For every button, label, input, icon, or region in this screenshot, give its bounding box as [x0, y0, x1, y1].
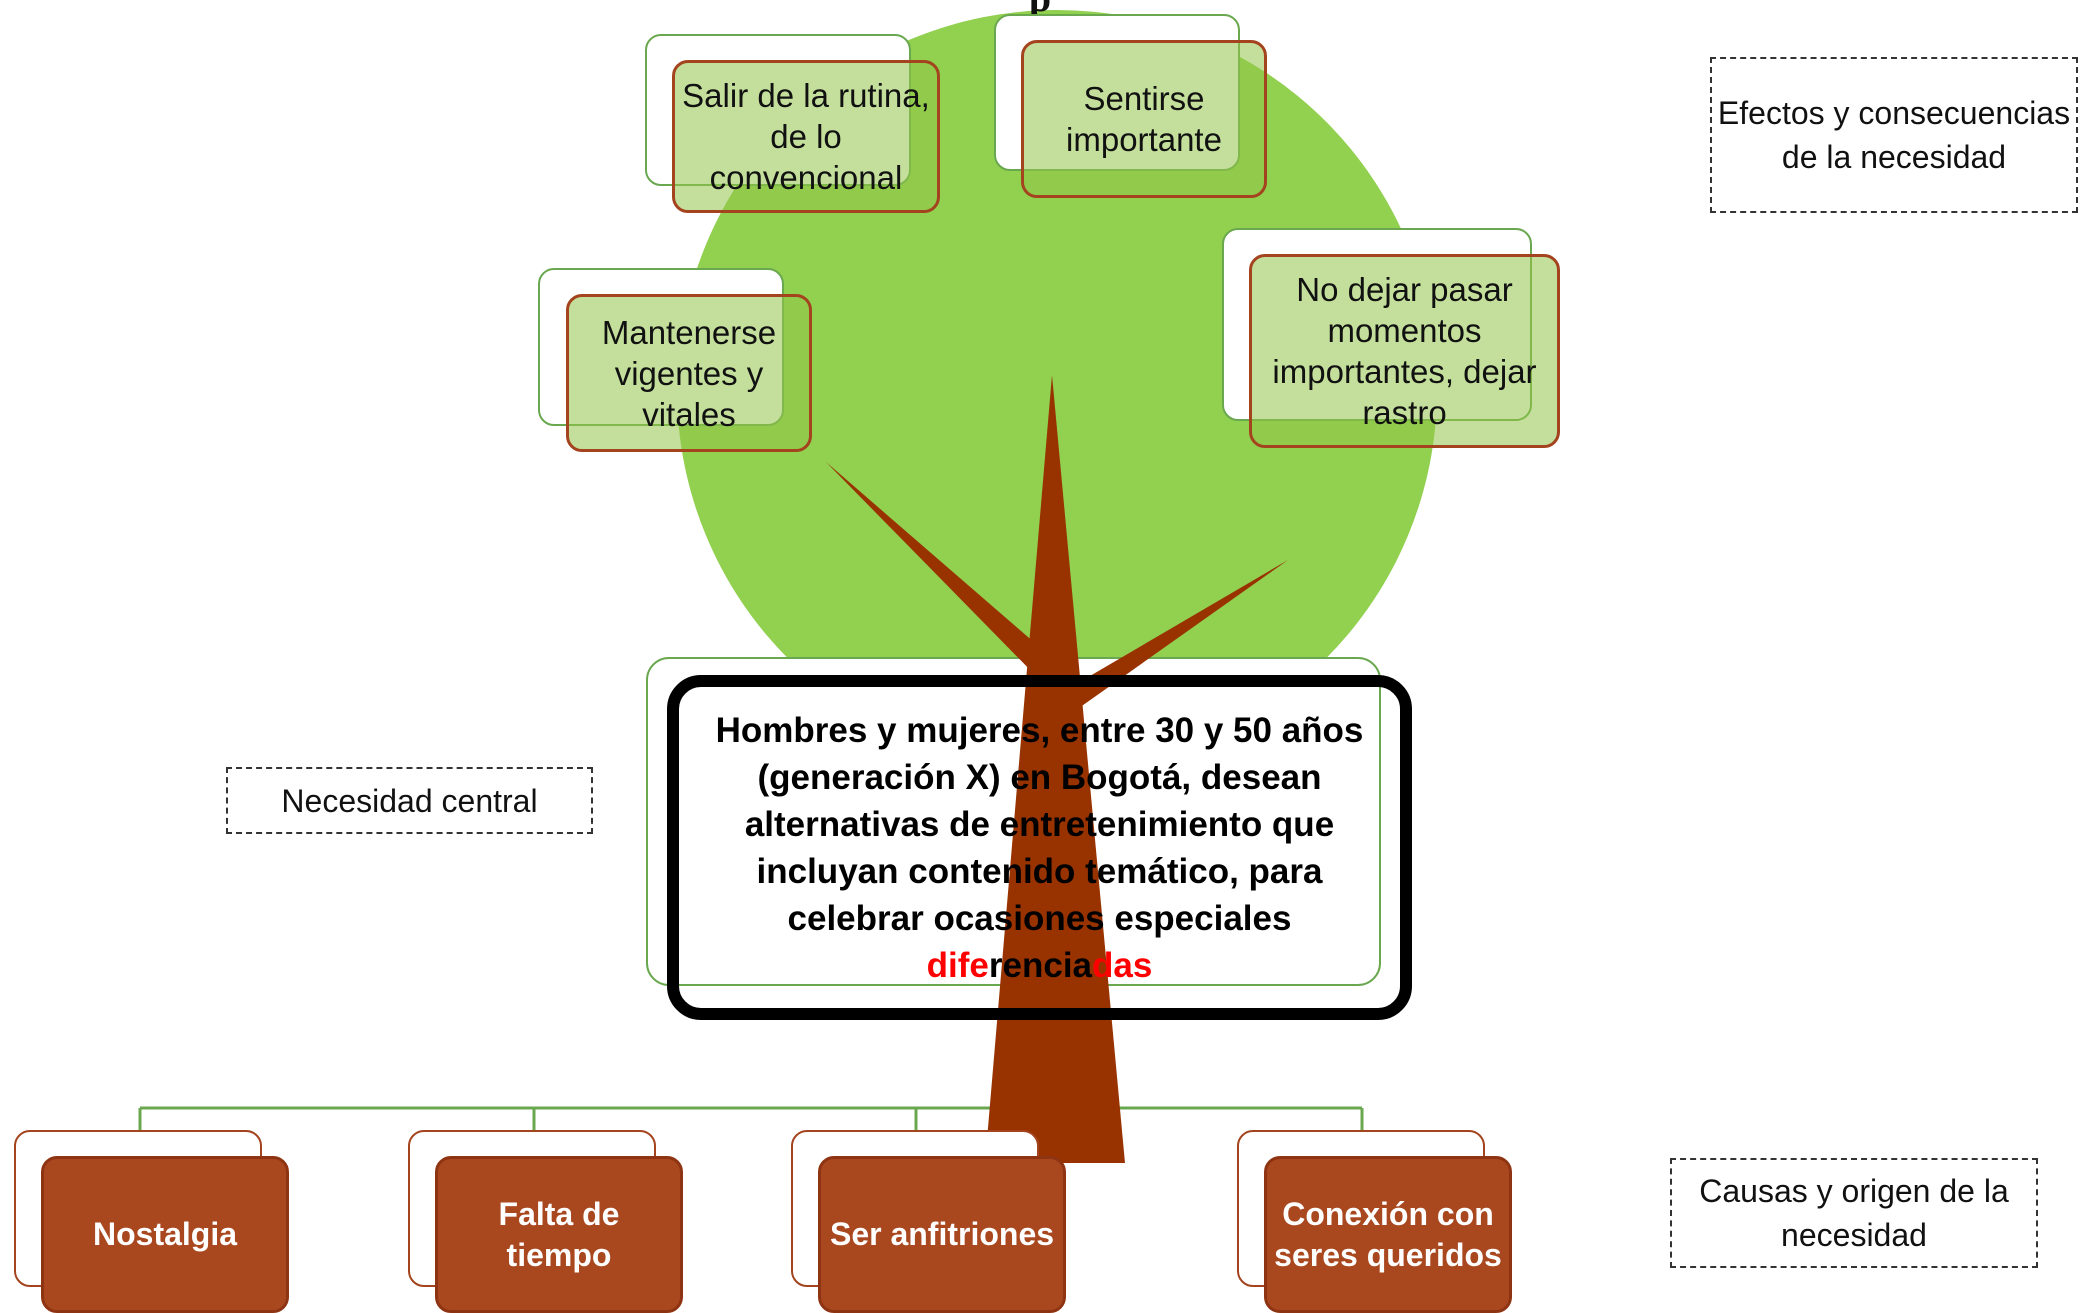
effect-2-text: Sentirse importante [1066, 80, 1222, 158]
cause-connectors [138, 1020, 1364, 1140]
effect-1-text: Salir de la rutina, de lo convencional [682, 77, 930, 196]
cause-box-conexion-seres: Conexión con seres queridos [1264, 1156, 1512, 1313]
cause-box-nostalgia: Nostalgia [41, 1156, 289, 1313]
cause-1-text: Nostalgia [92, 1216, 238, 1252]
effect-box-no-dejar-pasar: No dejar pasar momentos importantes, dej… [1249, 254, 1560, 448]
central-need-word-part-2: renc [988, 945, 1063, 985]
effect-box-sentirse-importante: Sentirse importante [1021, 40, 1267, 198]
cause-box-ser-anfitriones: Ser anfitriones [818, 1156, 1066, 1313]
central-need-word-part-3: ia [1062, 945, 1093, 985]
effect-box-salir-rutina: Salir de la rutina, de lo convencional [672, 60, 940, 213]
cause-2-text: Falta de tiempo [498, 1195, 620, 1273]
effect-3-text: Mantenerse vigentes y vitales [601, 313, 777, 433]
cause-4-text: Conexión con seres queridos [1274, 1195, 1502, 1273]
label-central-need: Necesidad central [226, 767, 593, 834]
central-need-word-part-4: das [1092, 945, 1153, 985]
effect-box-mantenerse-vigentes: Mantenerse vigentes y vitales [566, 294, 812, 452]
cause-box-falta-tiempo: Falta de tiempo [435, 1156, 683, 1313]
diagram-title-fragment: p [960, 0, 1120, 20]
central-need-box: Hombres y mujeres, entre 30 y 50 años (g… [667, 675, 1412, 1020]
effect-4-text: No dejar pasar momentos importantes, dej… [1272, 271, 1537, 431]
cause-3-text: Ser anfitriones [829, 1216, 1055, 1252]
central-need-text: Hombres y mujeres, entre 30 y 50 años (g… [715, 710, 1364, 938]
label-effects: Efectos y consecuencias de la necesidad [1710, 57, 2078, 213]
central-need-word-part-1: dife [926, 945, 989, 985]
label-causes: Causas y origen de la necesidad [1670, 1158, 2038, 1268]
